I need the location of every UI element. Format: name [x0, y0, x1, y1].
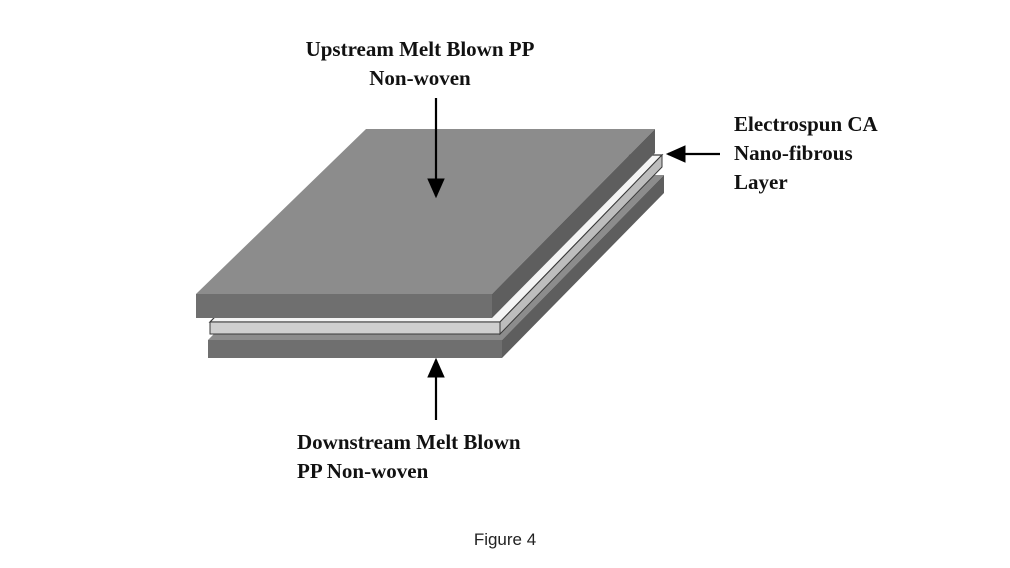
electrospun-label-line-2: Nano-fibrous — [734, 141, 853, 165]
upstream-pp-front-face — [196, 294, 492, 318]
downstream-pp-front-face — [208, 340, 502, 358]
downstream-label-line-2: PP Non-woven — [297, 459, 429, 483]
upstream-pp-right-face — [492, 129, 655, 318]
electrospun-layer-label: Electrospun CA Nano-fibrous Layer — [734, 110, 878, 197]
figure-caption: Figure 4 — [473, 530, 537, 549]
upstream-layer-label: Upstream Melt Blown PP Non-woven — [200, 35, 640, 93]
downstream-layer-label: Downstream Melt Blown PP Non-woven — [297, 428, 521, 486]
ca-right-face — [499, 153, 663, 336]
electrospun-label-line-1: Electrospun CA — [734, 112, 878, 136]
upstream-pp-layer — [196, 129, 655, 318]
ca-front-face — [209, 321, 501, 335]
electrospun-label-line-3: Layer — [734, 170, 788, 194]
upstream-pp-top-face — [196, 129, 655, 294]
downstream-pp-right-face — [502, 175, 664, 358]
downstream-label-line-1: Downstream Melt Blown — [297, 430, 521, 454]
upstream-label-line-1: Upstream Melt Blown PP — [305, 37, 535, 61]
upstream-label-line-2: Non-woven — [369, 66, 471, 90]
